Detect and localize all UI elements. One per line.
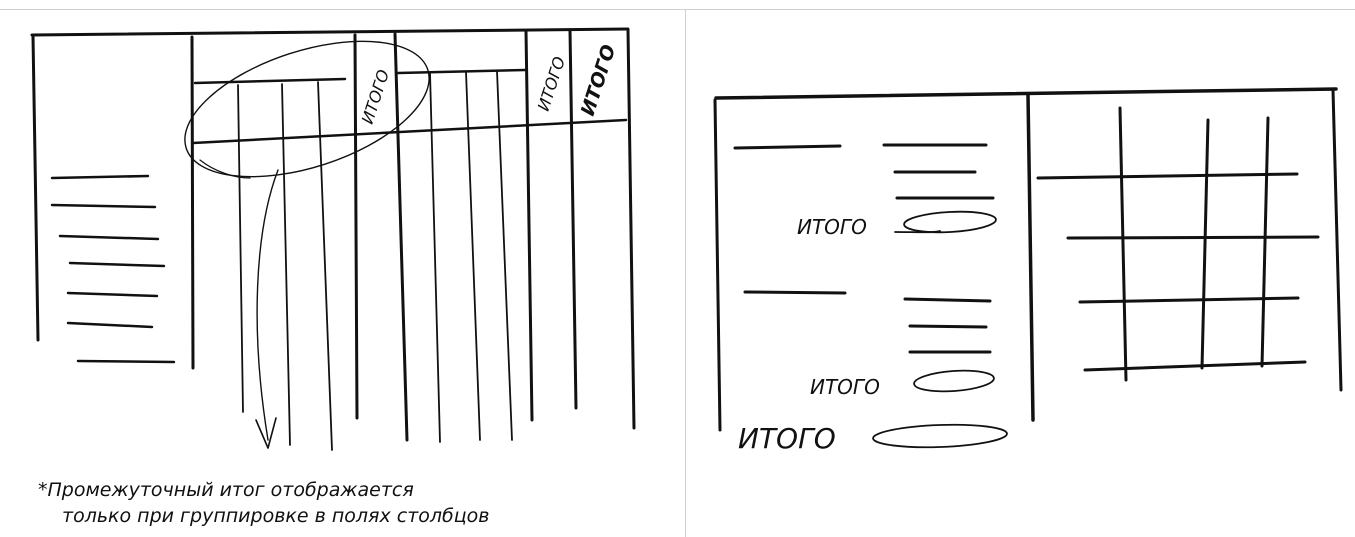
subcol-line (465, 71, 481, 441)
arrow-head (255, 417, 277, 449)
header-subline-2 (396, 68, 527, 75)
subtotal-label-1: ИТОГО (797, 215, 867, 239)
col-line (568, 28, 578, 410)
col-line (353, 33, 359, 420)
left-left-line (31, 34, 40, 342)
row-label-stroke (66, 291, 159, 298)
subcol-line (281, 83, 291, 446)
subtotal-label-2: ИТОГО (810, 375, 880, 399)
row-label-stroke (50, 203, 157, 209)
right-divider-line (1026, 93, 1035, 422)
item-stroke (908, 324, 988, 329)
header-subline-1 (193, 77, 347, 85)
footnote-line-2: только при группировке в полях столбцов (62, 505, 490, 527)
left-pivot-sketch: ИТОГО ИТОГО ИТОГО *Промежуточный итог от… (30, 27, 636, 527)
subtotal-underline (894, 230, 941, 234)
grand-total-label: ИТОГО (738, 422, 836, 455)
footnote-line-1: *Промежуточный итог отображается (38, 479, 414, 501)
header-bottom-line (191, 118, 628, 145)
row-label-stroke (76, 359, 176, 364)
left-top-line (30, 27, 630, 37)
item-stroke (903, 297, 992, 303)
subtotal-value-oval (913, 369, 995, 393)
left-right-line (626, 28, 636, 430)
subcol-line (237, 84, 244, 413)
subcol-line (317, 81, 333, 451)
highlight-ellipse (184, 40, 430, 178)
curve-tail (199, 159, 251, 179)
top-border (0, 9, 1355, 10)
grid-hline (1083, 360, 1307, 372)
row-label-stroke (50, 174, 150, 180)
subtotal-value-oval (903, 210, 997, 234)
annotation-arrow (256, 169, 279, 441)
group-label-stroke (733, 144, 842, 150)
grid-hline (1066, 235, 1320, 240)
grid-hline (1036, 172, 1299, 180)
right-left-line (713, 98, 722, 432)
right-top-line (714, 87, 1338, 100)
col-line (524, 29, 534, 422)
grid-vline (1118, 106, 1128, 382)
subcol-line (429, 72, 441, 443)
col-line (393, 32, 409, 442)
subcol-line (496, 70, 513, 441)
left-rowlabel-divider (190, 35, 195, 370)
grand-total-value-oval (872, 423, 1008, 449)
right-right-line (1331, 88, 1343, 392)
grid-vline (1200, 118, 1210, 370)
grid-hline (1078, 296, 1300, 304)
panel-divider (685, 9, 686, 537)
row-label-stroke (66, 321, 154, 329)
row-label-stroke (68, 261, 166, 268)
row-label-stroke (58, 234, 160, 241)
group-label-stroke (743, 290, 847, 295)
grid-vline (1260, 116, 1270, 368)
